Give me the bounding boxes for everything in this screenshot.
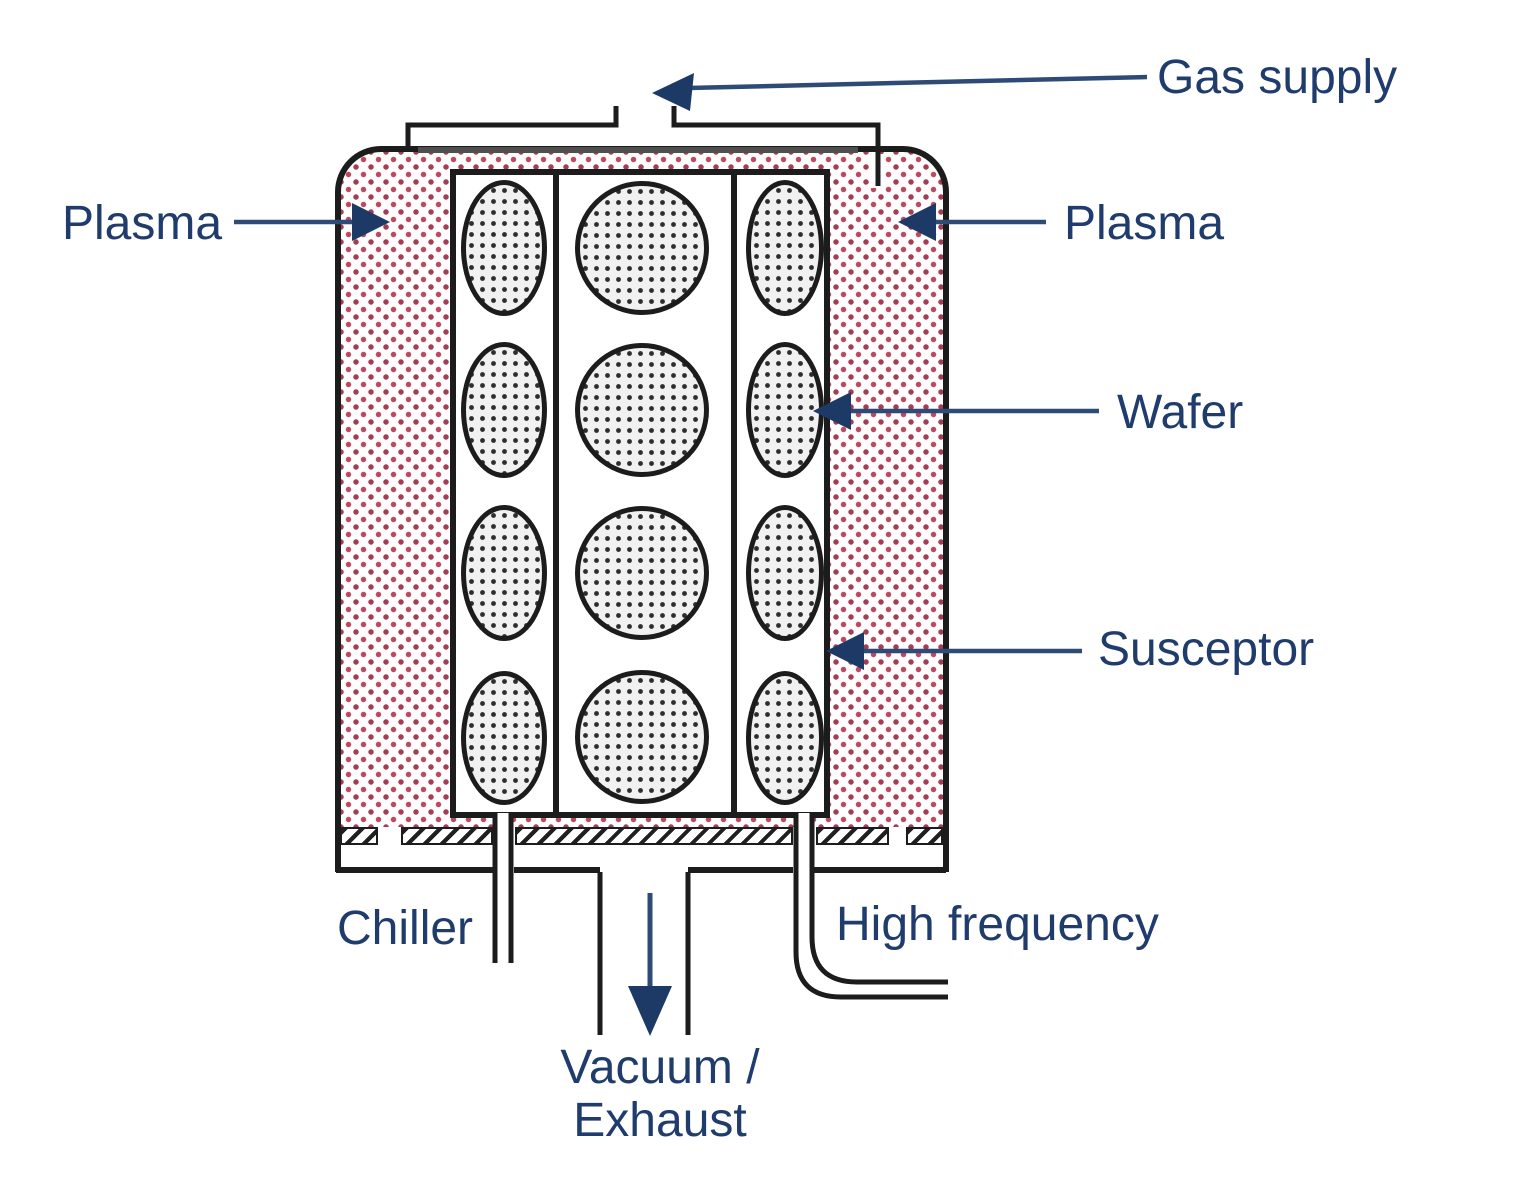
base-plate-segment — [401, 827, 493, 845]
wafer — [575, 670, 709, 804]
wafer — [746, 180, 824, 316]
base-plate-segment — [340, 827, 378, 845]
susceptor-label: Susceptor — [1098, 623, 1315, 676]
gas-supply-arrow — [652, 73, 1148, 111]
wafer — [461, 342, 547, 478]
wafer — [575, 506, 709, 640]
susceptor-panel — [731, 172, 737, 815]
vacuum-exhaust-line2: Exhaust — [573, 1093, 747, 1147]
wafer — [746, 505, 824, 641]
base-plate-segment — [906, 827, 943, 845]
gas-supply-label: Gas supply — [1157, 51, 1398, 104]
plasma-left-label: Plasma — [62, 197, 223, 250]
vacuum-exhaust-line1: Vacuum / — [560, 1041, 760, 1094]
wafer — [461, 671, 547, 805]
base-plate-segment — [816, 827, 889, 845]
wafer — [746, 342, 824, 478]
susceptor-panel — [553, 172, 559, 815]
base-plate-segment — [515, 827, 793, 845]
wafer — [575, 181, 709, 315]
wafer — [746, 671, 824, 805]
wafer — [461, 505, 547, 641]
wafer — [461, 180, 547, 316]
wafer-label: Wafer — [1117, 386, 1244, 439]
high-frequency-label: High frequency — [836, 898, 1159, 951]
chiller-label: Chiller — [337, 902, 474, 955]
plasma-right-label: Plasma — [1064, 197, 1225, 250]
vacuum-exhaust-label: Vacuum / Exhaust — [500, 1041, 820, 1148]
vacuum-arrow — [628, 893, 672, 1036]
wafer — [575, 343, 709, 477]
